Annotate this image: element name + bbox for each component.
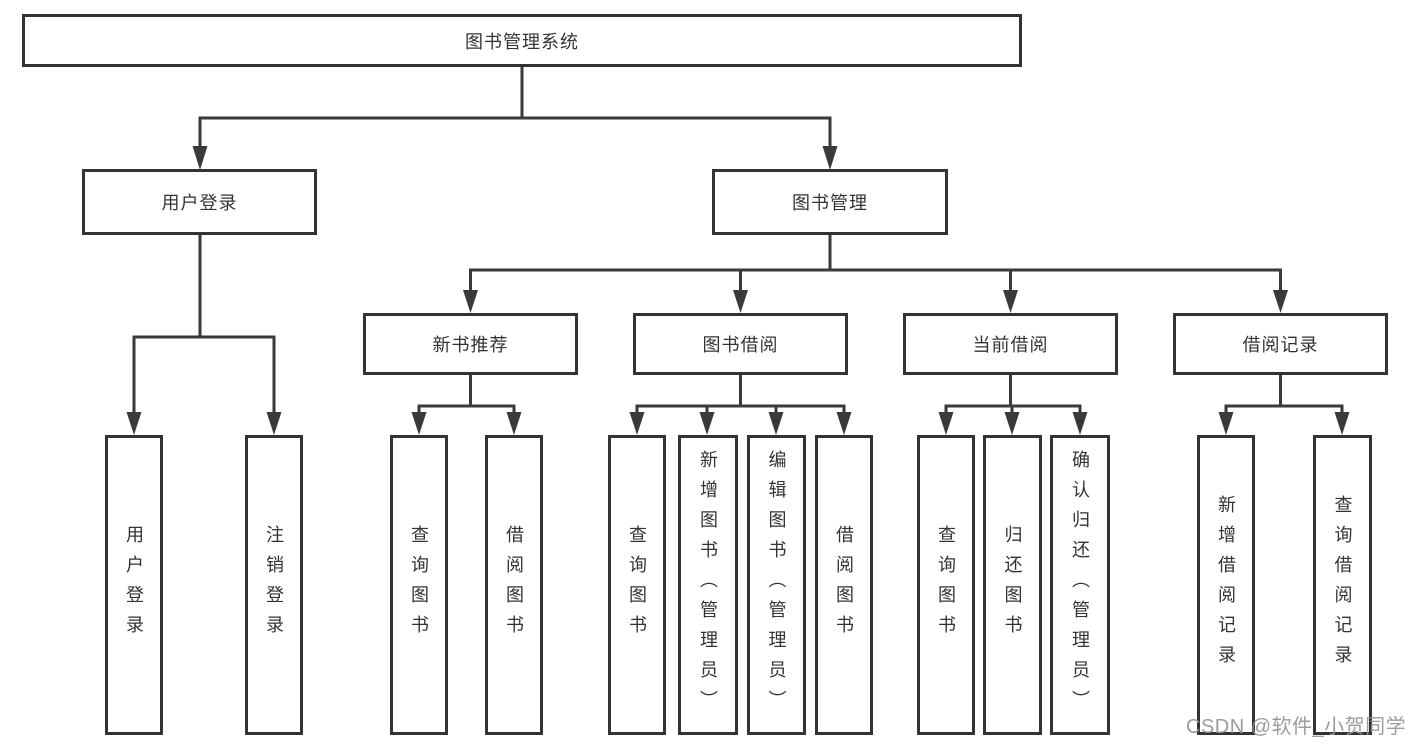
arrowhead-icons (126, 146, 1350, 435)
csdn-watermark: CSDN @软件_小贺同学 (1186, 716, 1405, 738)
leaf-query-books: 查询图书 (608, 435, 666, 735)
node-book-borrow: 图书借阅 (633, 313, 848, 375)
leaf-edit-books-admin: 编辑图书（管理员） (747, 435, 806, 735)
node-label: 注销登录 (264, 525, 284, 645)
node-label: 用户登录 (124, 525, 144, 645)
node-label: 查询图书 (409, 525, 429, 645)
leaf-query-books: 查询图书 (390, 435, 448, 735)
node-current-borrow: 当前借阅 (903, 313, 1118, 375)
node-label: 查询借阅记录 (1332, 495, 1353, 675)
node-label: 图书借阅 (702, 335, 779, 355)
node-label: 查询图书 (936, 525, 956, 645)
node-label: 图书管理 (792, 193, 868, 213)
node-user-login: 用户登录 (82, 169, 317, 235)
node-label: 查询图书 (627, 525, 647, 645)
leaf-confirm-return-admin: 确认归还（管理员） (1050, 435, 1110, 735)
node-root-library-management-system: 图书管理系统 (22, 14, 1022, 67)
node-label: 归还图书 (1002, 525, 1023, 645)
node-label: 新书推荐 (432, 335, 509, 355)
leaf-return-books: 归还图书 (983, 435, 1042, 735)
node-label: 借阅图书 (504, 525, 524, 645)
leaf-add-borrow-record: 新增借阅记录 (1197, 435, 1255, 735)
node-label: 当前借阅 (972, 335, 1049, 355)
node-label: 借阅记录 (1242, 335, 1319, 355)
leaf-query-books: 查询图书 (917, 435, 975, 735)
leaf-logout: 注销登录 (245, 435, 303, 735)
leaf-borrow-books: 借阅图书 (815, 435, 873, 735)
node-label: 新增借阅记录 (1216, 495, 1236, 675)
leaf-add-books-admin: 新增图书（管理员） (678, 435, 738, 735)
node-borrow-record: 借阅记录 (1173, 313, 1388, 375)
leaf-borrow-books: 借阅图书 (485, 435, 543, 735)
node-label: 新增图书（管理员） (698, 450, 718, 720)
node-label: 借阅图书 (834, 525, 854, 645)
node-book-management: 图书管理 (712, 169, 948, 235)
node-label: 确认归还（管理员） (1070, 450, 1090, 720)
node-label: 图书管理系统 (465, 31, 579, 52)
node-label: 编辑图书（管理员） (766, 450, 787, 720)
node-label: 用户登录 (161, 193, 238, 213)
leaf-query-borrow-record: 查询借阅记录 (1313, 435, 1372, 735)
node-new-book-recommend: 新书推荐 (363, 313, 578, 375)
leaf-user-login: 用户登录 (105, 435, 163, 735)
